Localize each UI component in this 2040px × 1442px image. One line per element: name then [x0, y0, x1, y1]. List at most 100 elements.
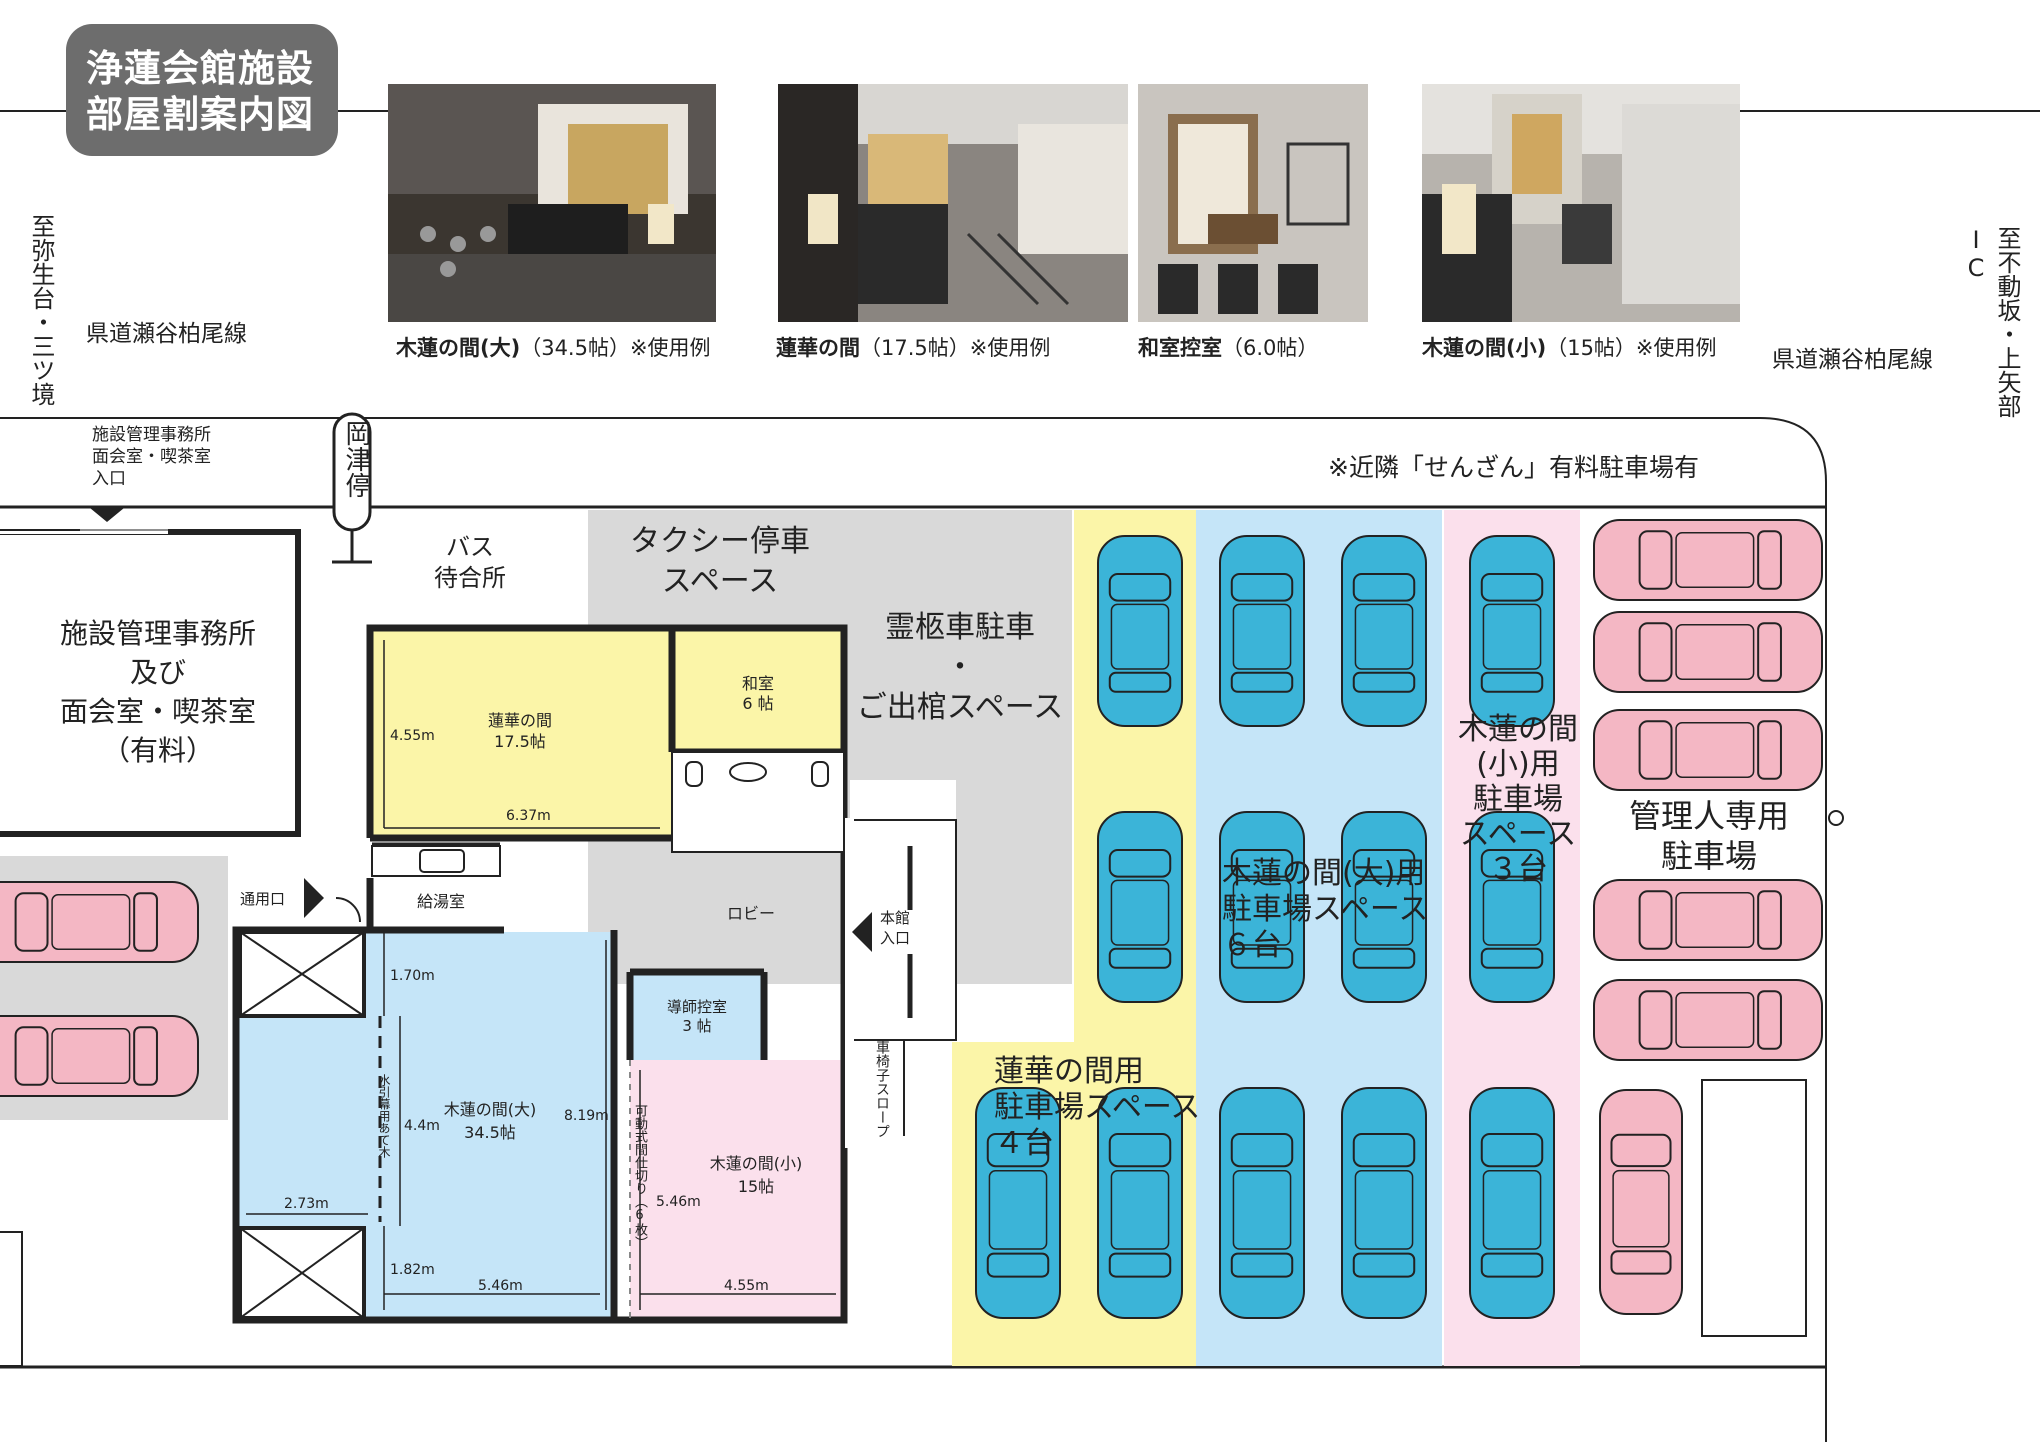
left-direction-label: 至弥生台・三ツ境	[27, 214, 55, 406]
hearse-space-label: 霊柩車駐車 ・ ご出棺スペース	[856, 610, 1064, 725]
mokuren-small-photo-image	[1422, 84, 1740, 322]
car-icon	[1097, 1087, 1183, 1319]
car-icon	[1593, 979, 1823, 1061]
renge-photo-image	[778, 84, 1128, 322]
kitchen-sink	[419, 849, 465, 873]
car-icon	[1219, 535, 1305, 727]
car-icon	[1341, 811, 1427, 1003]
road-edge	[0, 417, 1827, 1442]
car-icon	[0, 1015, 199, 1097]
lobby-label: ロビー	[726, 904, 775, 923]
car-icon	[1593, 519, 1823, 601]
dimension-label: 4.55m	[390, 728, 435, 744]
left-road-label: 県道瀬谷柏尾線	[86, 321, 247, 347]
caption-washitsu: 和室控室（6.0帖）	[1138, 332, 1318, 362]
photo-washitsu	[1138, 84, 1368, 322]
caption-detail: （6.0帖）	[1222, 336, 1319, 360]
restrooms	[671, 751, 845, 853]
right-direction-label: 至不動坂・上矢部IC	[1962, 226, 2021, 418]
car-icon	[1469, 811, 1555, 1003]
photo-mokuren-large	[388, 84, 716, 322]
bus-stop-name: 岡津停	[341, 420, 371, 498]
washitsu-room	[672, 628, 844, 752]
caption-mokuren-small: 木蓮の間(小)（15帖）※使用例	[1422, 332, 1717, 362]
car-icon	[1593, 879, 1823, 961]
wheelchair-slope-label: 車椅子スロープ	[874, 1040, 890, 1138]
dimension-lines	[246, 640, 836, 1310]
caption-detail: （17.5帖）※使用例	[860, 336, 1051, 360]
car-icon	[1599, 1089, 1683, 1315]
renge-room-label: 蓮華の間 17.5帖	[487, 711, 552, 751]
caption-detail: （15帖）※使用例	[1546, 336, 1717, 360]
dimension-label: 6.37m	[506, 808, 551, 824]
dimension-label: 8.19m	[564, 1108, 609, 1124]
dimension-label: 2.73m	[284, 1196, 329, 1212]
curtain-label: 水引幕用あて木	[377, 1074, 391, 1158]
doshi-room-label: 導師控室 3 帖	[666, 998, 727, 1035]
car-icon	[1219, 1087, 1305, 1319]
caption-name: 蓮華の間	[776, 336, 860, 360]
caption-name: 木蓮の間(小)	[1422, 336, 1547, 360]
dimension-label: 1.70m	[390, 968, 435, 984]
taxi-space-label: タクシー停車 スペース	[630, 524, 810, 599]
service-entrance-arrow	[304, 878, 324, 918]
car-icon	[0, 881, 199, 963]
main-entrance-arrow	[852, 912, 872, 952]
mokuren-small-room	[630, 1060, 844, 1320]
dimension-label: 5.46m	[656, 1194, 701, 1210]
caption-name: 和室控室	[1138, 336, 1222, 360]
caption-detail: （34.5帖）※使用例	[520, 336, 711, 360]
dimension-label: 4.55m	[724, 1278, 769, 1294]
service-entrance-label: 通用口	[240, 890, 286, 908]
washitsu-photo-image	[1138, 84, 1368, 322]
map-title-line1: 浄蓮会館施設	[86, 47, 314, 90]
office-label: 施設管理事務所 及び 面会室・喫茶室 （有料）	[59, 617, 256, 767]
car-icon	[1097, 811, 1183, 1003]
left-edge-box	[0, 1231, 23, 1367]
dimension-label: 4.4m	[404, 1118, 440, 1134]
manager-storage-box	[1701, 1079, 1807, 1337]
right-road-label: 県道瀬谷柏尾線	[1772, 347, 1933, 373]
car-icon	[975, 1087, 1061, 1319]
mokuren-large-photo-image	[388, 84, 716, 322]
office-entrance-note: 施設管理事務所 面会室・喫茶室 入口	[92, 425, 211, 489]
car-icon	[1219, 811, 1305, 1003]
bus-waiting-label: バス 待合所	[434, 533, 506, 592]
car-icon	[1097, 535, 1183, 727]
service-door-swing	[335, 897, 361, 923]
marker-circle	[1828, 810, 1844, 826]
photo-renge	[778, 84, 1128, 322]
mokuren-small-room-label: 木蓮の間(小) 15帖	[709, 1154, 803, 1196]
car-icon	[1341, 1087, 1427, 1319]
partition-label: 可動式間仕切り（6枚）	[632, 1104, 647, 1249]
doshi-room	[630, 972, 764, 1060]
storage-areas	[238, 930, 366, 1320]
manager-parking-label: 管理人専用 駐車場	[1628, 797, 1789, 875]
main-entrance-label: 本館 入口	[879, 909, 910, 947]
caption-name: 木蓮の間(大)	[396, 336, 521, 360]
parking-cars	[0, 519, 1823, 1319]
car-icon	[1469, 535, 1555, 727]
car-icon	[1469, 1087, 1555, 1319]
washitsu-room-label: 和室 6 帖	[741, 674, 774, 713]
mokuren-small-parking-label: 木蓮の間 (小)用 駐車場 スペース ３台	[1458, 712, 1578, 887]
office-entrance-arrow	[90, 508, 124, 522]
caption-mokuren-large: 木蓮の間(大)（34.5帖）※使用例	[396, 332, 711, 362]
car-icon	[1593, 611, 1823, 693]
office-building	[0, 529, 301, 837]
map-title-line2: 部屋割案内図	[86, 93, 314, 136]
mokuren-large-room-label: 木蓮の間(大) 34.5帖	[443, 1100, 537, 1142]
renge-room	[370, 628, 672, 838]
dimension-label: 5.46m	[478, 1278, 523, 1294]
caption-renge: 蓮華の間（17.5帖）※使用例	[776, 332, 1050, 362]
kyuto-room-label: 給湯室	[416, 892, 465, 911]
car-icon	[1341, 535, 1427, 727]
dimension-label: 1.82m	[390, 1262, 435, 1278]
entrance-opening	[844, 818, 854, 1148]
renge-parking-label: 蓮華の間用 駐車場スペース ４台	[994, 1054, 1201, 1161]
mokuren-large-parking-label: 木蓮の間(大)用 駐車場スペース ６台	[1222, 856, 1429, 963]
car-icon	[1593, 709, 1823, 791]
nearby-parking-note: ※近隣「せんざん」有料駐車場有	[1328, 453, 1699, 482]
photo-mokuren-small	[1422, 84, 1740, 322]
